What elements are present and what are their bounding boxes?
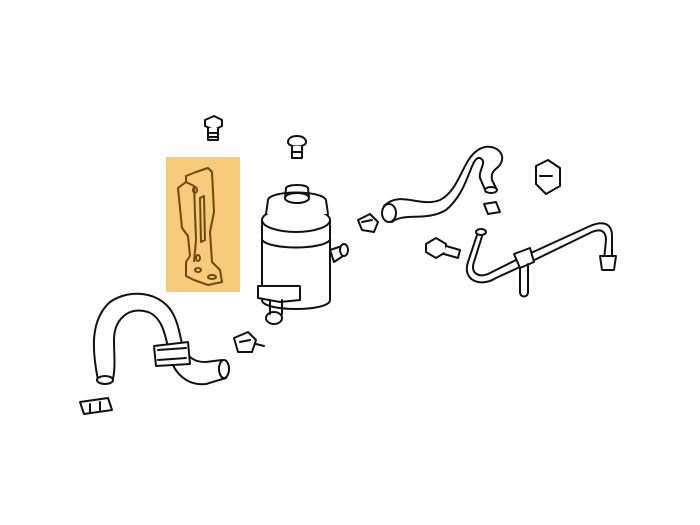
clip-icon[interactable] xyxy=(287,135,307,159)
lower-hose-icon[interactable] xyxy=(92,292,230,386)
highlighted-bracket[interactable] xyxy=(166,157,240,292)
bolt-icon[interactable] xyxy=(204,115,223,141)
upper-hose-icon[interactable] xyxy=(381,145,504,223)
bracket-icon xyxy=(177,167,223,286)
small-clip-icon[interactable] xyxy=(483,201,501,215)
pipe-icon[interactable] xyxy=(465,222,617,298)
hose-clamp-icon[interactable] xyxy=(233,331,265,353)
bolt-icon[interactable] xyxy=(425,237,461,259)
reservoir-icon[interactable] xyxy=(257,184,349,325)
highlight-box xyxy=(166,157,240,292)
hose-clamp-icon[interactable] xyxy=(535,159,561,195)
hose-clamp-icon[interactable] xyxy=(79,397,113,415)
hose-clamp-icon[interactable] xyxy=(357,213,379,233)
